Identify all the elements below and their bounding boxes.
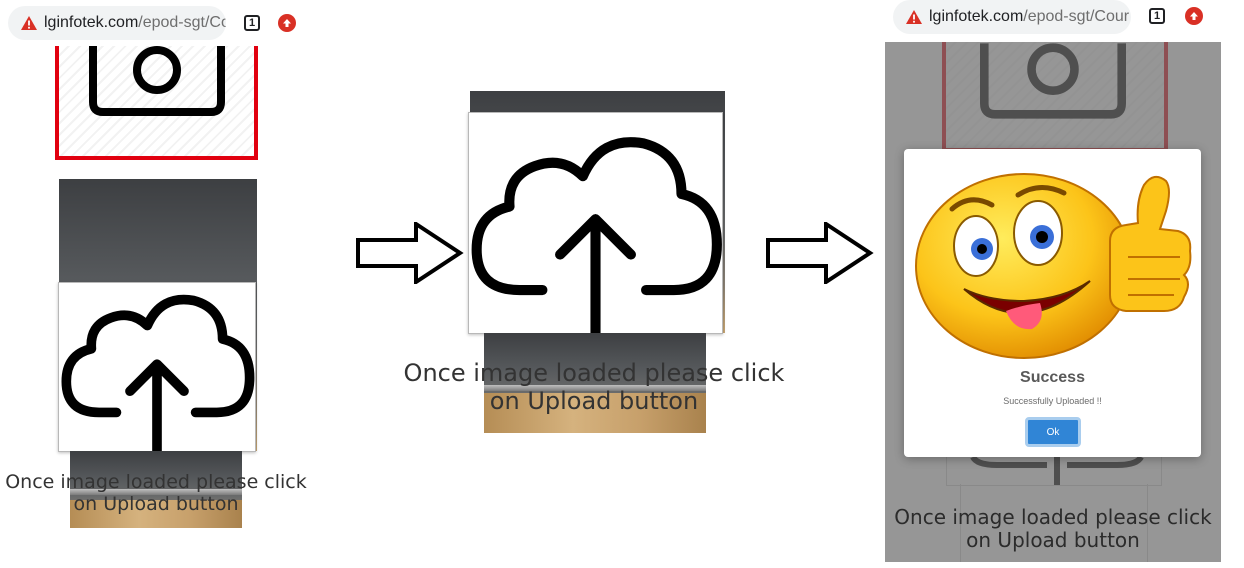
url-host: lginfotek.com xyxy=(44,14,139,31)
address-bar[interactable]: lginfotek.com/epod-sgt/Cour xyxy=(8,6,226,40)
upload-icon[interactable] xyxy=(278,14,296,32)
ok-button[interactable]: Ok xyxy=(1025,417,1081,447)
url-host: lginfotek.com xyxy=(929,8,1024,25)
preview-photo-lower xyxy=(484,333,706,433)
arrow-right-icon xyxy=(766,222,874,284)
thumbs-up-emoji-icon xyxy=(915,173,1192,359)
upload-button[interactable] xyxy=(468,112,723,334)
dialog-message: Successfully Uploaded !! xyxy=(1003,396,1102,406)
upload-icon[interactable] xyxy=(1185,7,1203,25)
warning-icon xyxy=(906,10,922,24)
url-path: /epod-sgt/Cour xyxy=(1023,8,1130,25)
tab-switcher-icon[interactable]: 1 xyxy=(1149,8,1165,24)
address-bar[interactable]: lginfotek.com/epod-sgt/Cour xyxy=(893,0,1131,34)
warning-icon xyxy=(21,16,37,30)
upload-button[interactable] xyxy=(58,282,256,452)
dialog-title: Success xyxy=(1020,369,1085,386)
url-path: /epod-sgt/Cour xyxy=(138,14,226,31)
cloud-upload-icon xyxy=(471,137,722,333)
arrow-right-icon xyxy=(356,222,464,284)
success-dialog: Success Successfully Uploaded !! Ok xyxy=(904,149,1201,457)
cloud-upload-icon xyxy=(61,294,255,451)
tab-switcher-icon[interactable]: 1 xyxy=(244,15,260,31)
camera-icon xyxy=(89,46,225,116)
upload-instruction: Once image loaded please click on Upload… xyxy=(894,505,1212,552)
upload-instruction: Once image loaded please click on Upload… xyxy=(5,471,307,515)
upload-instruction: Once image loaded please click on Upload… xyxy=(403,359,785,415)
preview-photo-lower xyxy=(70,451,242,528)
camera-capture-box[interactable] xyxy=(55,46,258,160)
